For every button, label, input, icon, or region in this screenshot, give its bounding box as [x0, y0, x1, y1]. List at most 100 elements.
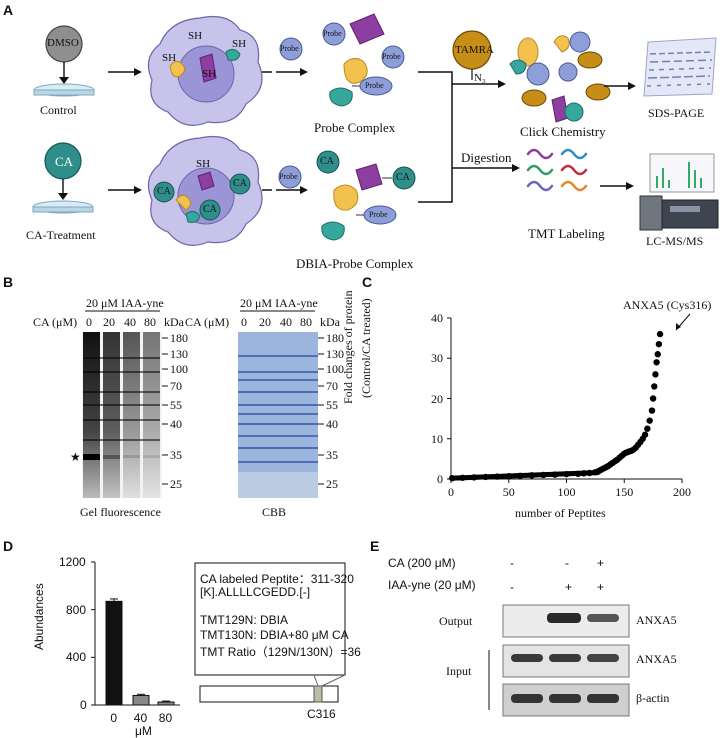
- gel2-marker-40: 40: [326, 417, 338, 431]
- protein-yellow-1: [169, 60, 186, 78]
- sh-label-5: SH: [196, 158, 211, 170]
- probe-label-2: Probe: [323, 29, 342, 38]
- row2-label: IAA-yne (20 μM): [388, 578, 476, 592]
- gel2-marker-25: 25: [326, 477, 338, 491]
- click-orange-1: [521, 89, 547, 107]
- output-label: Output: [439, 614, 473, 628]
- scatter-annotation: ANXA5 (Cys316): [623, 298, 712, 312]
- digestion-label: Digestion: [461, 150, 512, 165]
- scatter-ytick-30: 30: [431, 351, 443, 366]
- scatter-ytick-20: 20: [431, 391, 443, 406]
- gel2-ca-label: CA (μM): [185, 315, 230, 329]
- gel2-marker-100: 100: [326, 362, 344, 376]
- protein-sequence-bar: [199, 685, 339, 703]
- dbia-ca-1: [316, 150, 340, 174]
- merge-bracket: [418, 71, 453, 203]
- gel1-marker-70: 70: [170, 379, 182, 393]
- scatter-point-39: [649, 395, 657, 402]
- gel1-header: 20 μM IAA-yne: [86, 296, 164, 310]
- row1-value-1: -: [565, 556, 569, 570]
- gel1-kda: kDa: [164, 315, 184, 329]
- probe-complex-probe-2: [381, 45, 405, 69]
- probe-label-5: Probe: [279, 172, 298, 181]
- tmt-peptides: [526, 148, 588, 192]
- click-probe-3: [569, 31, 591, 53]
- bar-ytick-800: 800: [66, 602, 87, 617]
- scatter-point-35: [641, 431, 649, 438]
- info-line-3: TMT129N: DBIA: [200, 613, 289, 627]
- protein-purple-1: [199, 53, 217, 83]
- probe-circle-1: [279, 37, 303, 61]
- info-line-4: TMT130N: DBIA+80 μM CA: [200, 628, 349, 642]
- c316-label: C316: [307, 707, 336, 721]
- tmt-labeling-label: TMT Labeling: [528, 226, 605, 241]
- scatter-point-45: [656, 330, 664, 338]
- gel2-kda: kDa: [320, 315, 340, 329]
- sh-label-4: SH: [202, 68, 217, 80]
- scatter-ytick-40: 40: [431, 311, 443, 325]
- click-chemistry-label: Click Chemistry: [520, 124, 606, 139]
- bar-xtick-0: 0: [110, 711, 118, 725]
- gel2-lane-3: 80: [300, 315, 312, 329]
- input-label: Input: [446, 664, 472, 678]
- panel-e-letter: E: [370, 538, 380, 554]
- scatter-points: [448, 330, 664, 482]
- gel1-marker-35: 35: [170, 448, 182, 462]
- sh-label-2: SH: [162, 52, 177, 64]
- gel2-marker-180: 180: [326, 331, 344, 345]
- gel1-marker-180: 180: [170, 331, 188, 345]
- scatter-xtick-200: 200: [673, 485, 691, 499]
- click-probe-2: [558, 62, 578, 82]
- gel2-lane-1: 20: [259, 315, 271, 329]
- row2-value-1: +: [565, 580, 573, 594]
- gel2-marker-130: 130: [326, 347, 344, 361]
- scatter-point-41: [652, 371, 659, 378]
- gel1-lane-0: 0: [86, 315, 92, 329]
- gel1-marker-ticks: [162, 337, 168, 485]
- scatter-point-40: [651, 383, 658, 390]
- gel2-header: 20 μM IAA-yne: [240, 296, 318, 310]
- scatter-point-dense: [595, 469, 601, 476]
- scatter-ytick-10: 10: [431, 431, 443, 446]
- click-teal-2: [564, 102, 584, 122]
- gel1-lane-2: 40: [124, 315, 136, 329]
- band-label-1: ANXA5: [636, 613, 677, 627]
- gel2-lane-2: 40: [280, 315, 292, 329]
- bar-xunit: μM: [135, 724, 152, 738]
- probe-complex-teal: [329, 87, 353, 107]
- protein-teal-1: [225, 48, 241, 61]
- row2-value-0: -: [510, 580, 514, 594]
- gel-star: ★: [70, 450, 81, 464]
- cell-ca-label-3: CA: [233, 178, 247, 189]
- cell-ca-circle-2: [199, 199, 221, 221]
- peptide-info-box: [194, 562, 346, 676]
- cell-ca-label-2: CA: [203, 204, 217, 215]
- scatter-point-36: [644, 425, 651, 432]
- probe-label-1: Probe: [280, 44, 299, 53]
- panel-d-letter: D: [3, 538, 14, 554]
- scatter-xtick-100: 100: [557, 485, 576, 499]
- dbia-ca-label-2: CA: [396, 172, 410, 183]
- probe-label-6: Probe: [369, 210, 388, 219]
- sh-label-3: SH: [232, 38, 247, 50]
- gel2-marker-35: 35: [326, 448, 338, 462]
- dbia-ca-label-1: CA: [320, 156, 334, 167]
- bar-marks: [105, 598, 175, 706]
- gel1-marker-25: 25: [170, 477, 182, 491]
- scatter-point-42: [653, 359, 660, 366]
- dmso-arrowhead: [59, 77, 69, 84]
- gel1-lane-1: 20: [103, 315, 115, 329]
- sds-page-label: SDS-PAGE: [648, 106, 705, 120]
- scatter-xtick-50: 50: [502, 485, 515, 499]
- bar-xtick-40: 40: [133, 711, 148, 725]
- gel1-marker-40: 40: [170, 417, 182, 431]
- cell-ca-circle-1: [153, 181, 175, 203]
- gel1-caption: Gel fluorescence: [80, 505, 161, 519]
- sds-page-icon: [643, 37, 717, 97]
- control-label: Control: [40, 103, 77, 117]
- gel1-marker-130: 130: [170, 347, 188, 361]
- probe-label-3: Probe: [382, 52, 401, 61]
